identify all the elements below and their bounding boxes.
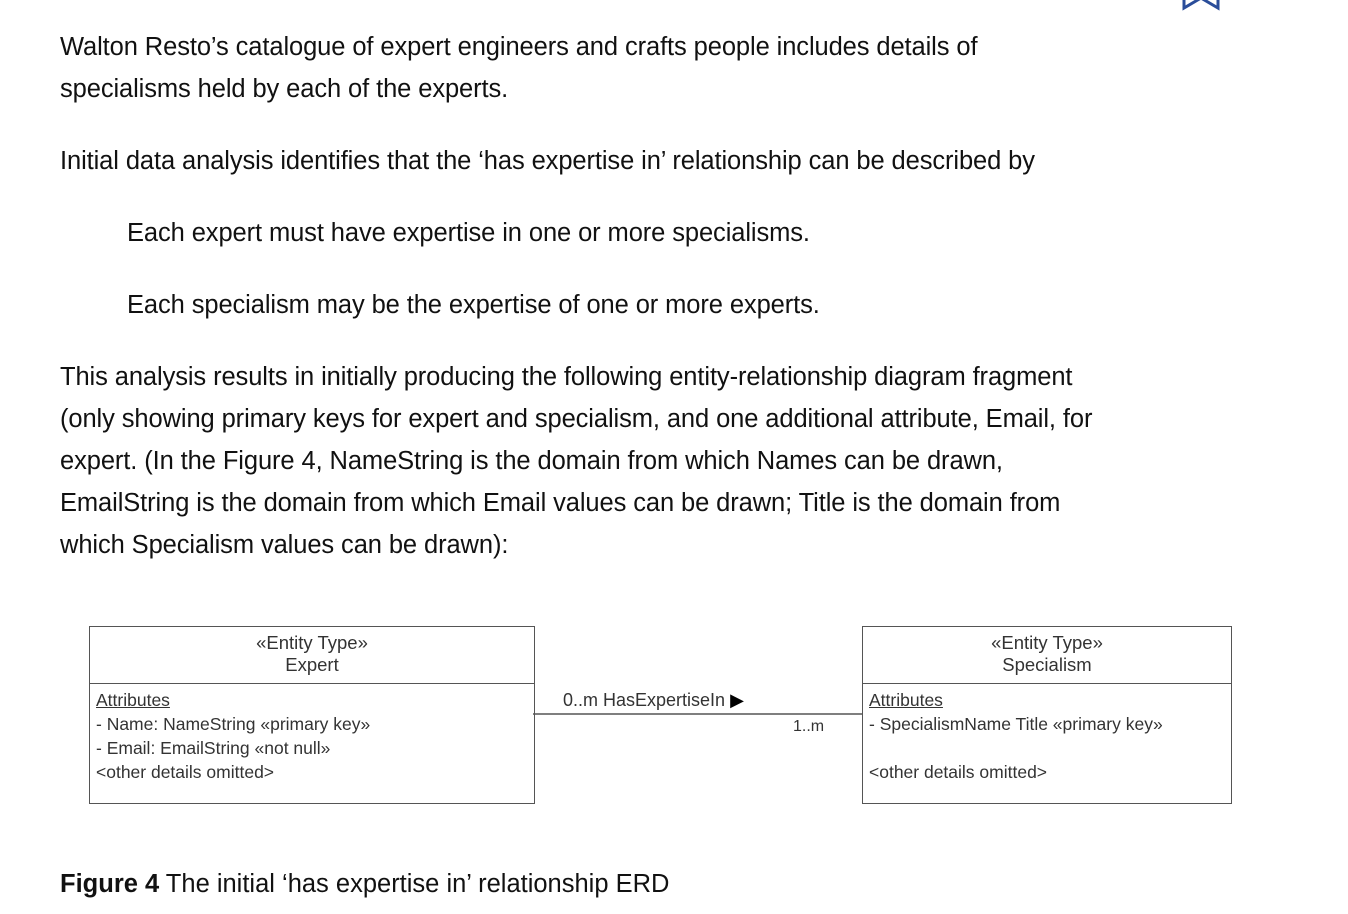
relationship-label: 0..m HasExpertiseIn ▶ (563, 690, 744, 711)
bookmark-icon[interactable] (1180, 0, 1222, 16)
entity-expert-header: «Entity Type» Expert (90, 627, 534, 684)
entity-specialism-header: «Entity Type» Specialism (863, 627, 1231, 684)
relationship-line (533, 713, 863, 715)
intro-paragraph-line-2: specialisms held by each of the experts. (60, 75, 509, 103)
diagram-intro-line-2: (only showing primary keys for expert an… (60, 405, 1093, 433)
specialism-attributes-heading: Attributes (869, 690, 943, 710)
specialism-attr-name: - SpecialismName Title «primary key» (869, 714, 1163, 734)
multiplicity-right: 1..m (793, 718, 825, 735)
entity-specialism: «Entity Type» Specialism Attributes - Sp… (862, 626, 1232, 804)
expert-attr-other: <other details omitted> (96, 762, 275, 782)
entity-specialism-name: Specialism (1002, 654, 1092, 675)
direction-arrow-icon: ▶ (730, 690, 744, 710)
rule-specialism: Each specialism may be the expertise of … (127, 291, 820, 319)
diagram-intro-line-5: which Specialism values can be drawn): (60, 531, 509, 559)
entity-specialism-attributes: Attributes - SpecialismName Title «prima… (869, 688, 1227, 784)
entity-specialism-stereotype: «Entity Type» (991, 632, 1103, 653)
entity-expert: «Entity Type» Expert Attributes - Name: … (89, 626, 535, 804)
diagram-intro-line-4: EmailString is the domain from which Ema… (60, 489, 1061, 517)
rule-expert: Each expert must have expertise in one o… (127, 219, 810, 247)
relationship-name: 0..m HasExpertiseIn (563, 690, 726, 710)
figure-caption-label: Figure 4 (60, 870, 160, 898)
entity-expert-attributes: Attributes - Name: NameString «primary k… (96, 688, 530, 784)
diagram-intro-line-3: expert. (In the Figure 4, NameString is … (60, 447, 1003, 475)
specialism-attr-other: <other details omitted> (869, 762, 1048, 782)
analysis-paragraph: Initial data analysis identifies that th… (60, 147, 1035, 175)
expert-attr-name: - Name: NameString «primary key» (96, 714, 371, 734)
intro-paragraph-line-1: Walton Resto’s catalogue of expert engin… (60, 33, 978, 61)
entity-expert-stereotype: «Entity Type» (256, 632, 368, 653)
figure-caption: Figure 4 The initial ‘has expertise in’ … (60, 864, 669, 904)
diagram-intro-line-1: This analysis results in initially produ… (60, 363, 1073, 391)
figure-caption-text: The initial ‘has expertise in’ relations… (159, 870, 670, 898)
entity-expert-name: Expert (285, 654, 339, 675)
expert-attributes-heading: Attributes (96, 690, 170, 710)
expert-attr-email: - Email: EmailString «not null» (96, 738, 331, 758)
